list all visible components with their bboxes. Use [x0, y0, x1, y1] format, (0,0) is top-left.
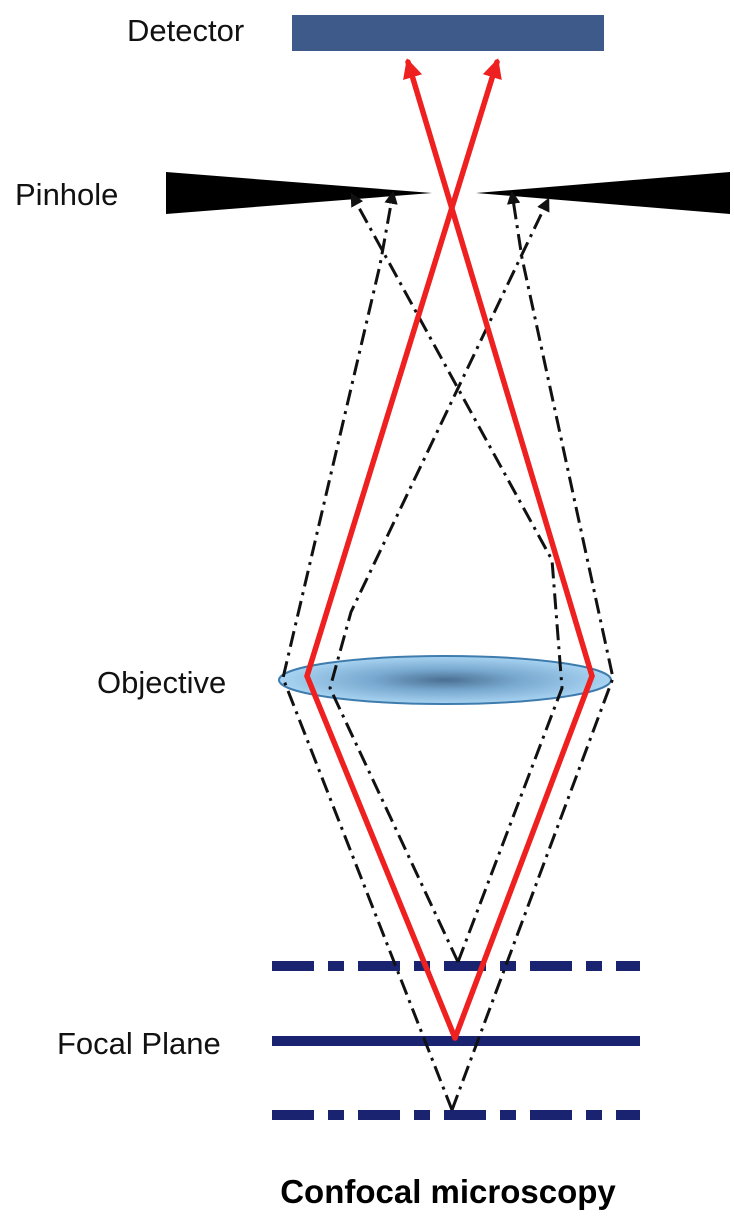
ray-above-left: [328, 197, 550, 963]
focal-plane-label: Focal Plane: [57, 1026, 221, 1061]
objective-label: Objective: [97, 665, 226, 700]
ray-below-right: [450, 190, 615, 1111]
ray-below-left: [281, 190, 454, 1111]
ray-above-right: [350, 192, 564, 963]
focused-ray-right: [403, 58, 595, 1041]
pinhole-label: Pinhole: [15, 177, 118, 212]
focused-ray-left: [304, 58, 502, 1041]
pinhole-left-blade: [166, 172, 432, 214]
detector-bar: [292, 15, 604, 51]
detector-label: Detector: [127, 13, 244, 48]
pinhole-right-blade: [476, 172, 730, 214]
diagram-caption: Confocal microscopy: [280, 1173, 616, 1210]
